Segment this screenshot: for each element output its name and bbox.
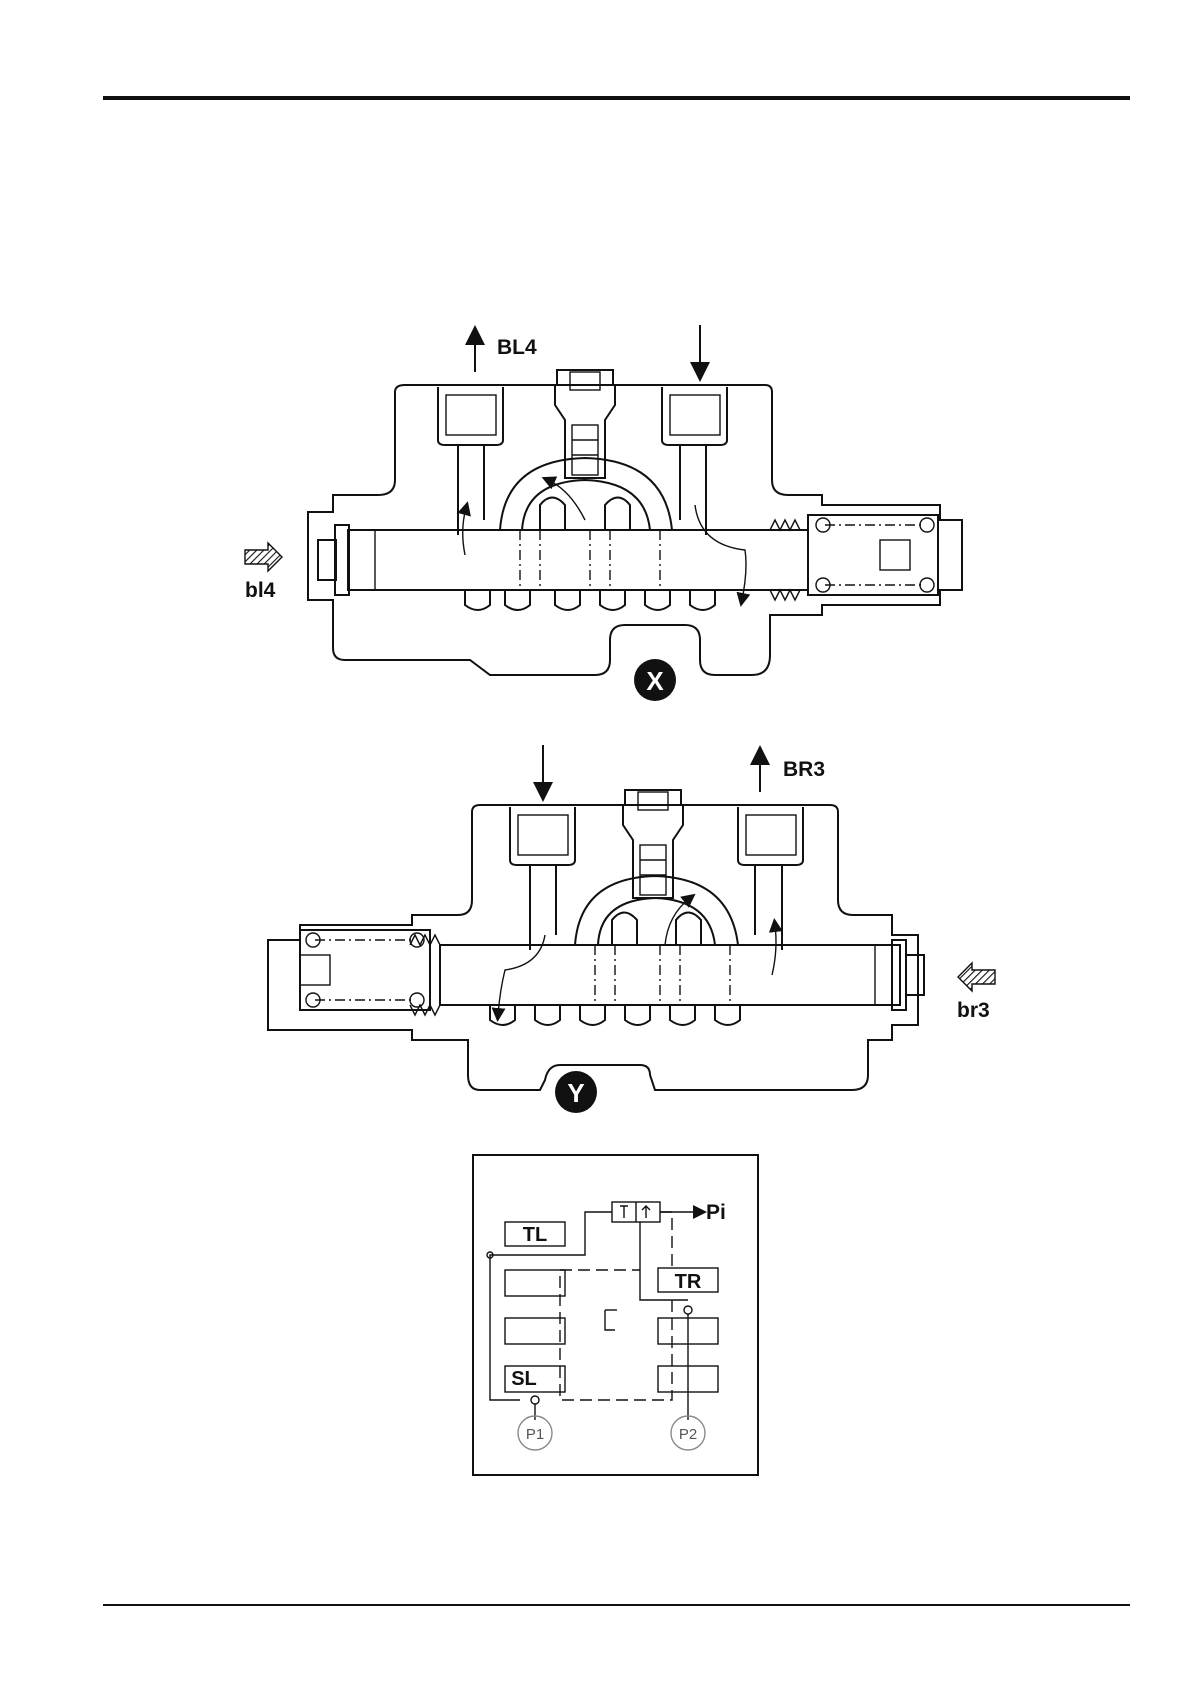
- valve-section-y: [268, 745, 995, 1090]
- circuit-pilot-label: Pi: [706, 1201, 726, 1224]
- port-br3-label: BR3: [783, 758, 825, 781]
- badge-x-label: X: [646, 666, 664, 696]
- port-bl4-label: BL4: [497, 336, 537, 359]
- circuit-box-sl: SL: [511, 1368, 537, 1390]
- circuit-box-tl: TL: [523, 1224, 547, 1246]
- pilot-br3-label: br3: [957, 999, 990, 1022]
- circuit-box-tr: TR: [675, 1271, 702, 1293]
- valve-section-x: [245, 325, 962, 675]
- pump-p2-label: P2: [679, 1426, 697, 1443]
- pump-p1-label: P1: [526, 1426, 544, 1443]
- badge-y-label: Y: [567, 1078, 584, 1108]
- pilot-bl4-label: bl4: [245, 579, 276, 602]
